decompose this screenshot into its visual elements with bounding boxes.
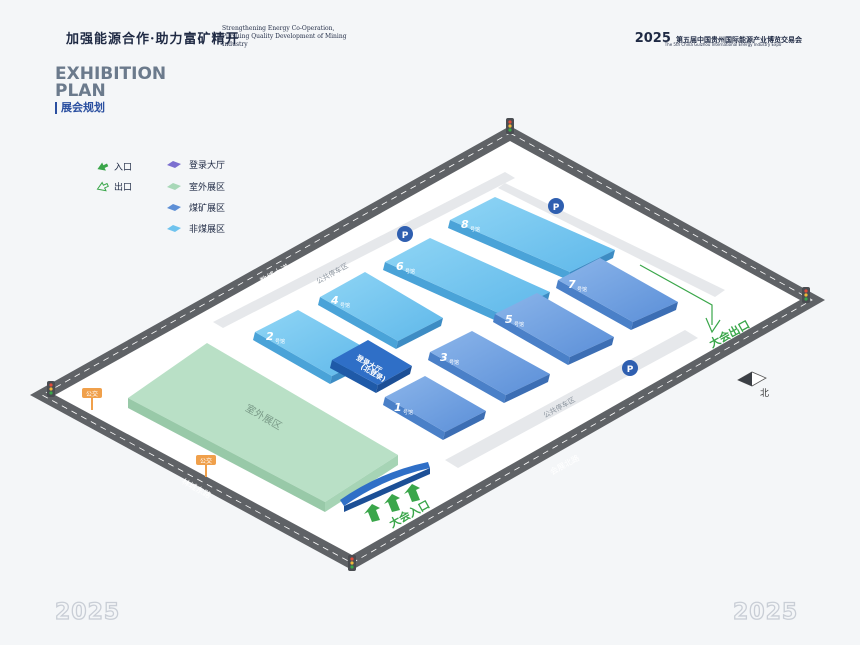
hall-8-num: 8 <box>461 218 469 231</box>
parking-badge-3-text: P <box>627 365 634 375</box>
parking-badge-1: P <box>548 198 564 214</box>
legend-noncoal: 非煤展区 <box>167 223 225 235</box>
hall-1-unit: 号馆 <box>403 409 413 416</box>
hall-4-unit: 号馆 <box>340 302 350 309</box>
hall-3: 3 号馆 <box>428 331 550 403</box>
entrance-canopy <box>340 462 430 512</box>
expo-name-cn: 第五届中国贵州国际能源产业博览交易会 <box>676 36 802 44</box>
legend-exit: 出口 <box>96 181 132 193</box>
parking-badge-2: P <box>397 226 413 242</box>
parking-badge-2-text: P <box>402 231 409 241</box>
legend: 入口 出口 登录大厅 室外展区 煤矿展区 非煤展区 <box>96 159 225 235</box>
north-indicator: 北 <box>737 371 769 399</box>
title-cn: 展会规划 <box>55 102 105 114</box>
hall-3-unit: 号馆 <box>449 359 459 366</box>
entrance-arrows <box>364 484 420 522</box>
hall-4-num: 4 <box>330 294 339 307</box>
hall-1: 1 号馆 <box>383 376 486 440</box>
hall-3-num: 3 <box>440 351 448 364</box>
hall-6-unit: 号馆 <box>405 268 415 275</box>
legend-lobby: 登录大厅 <box>167 159 225 171</box>
coal-swatch-icon <box>167 204 181 211</box>
road-label-southeast: 会展北路 <box>548 452 581 476</box>
outdoor-area: 室外展区 <box>128 343 398 512</box>
hall-2-unit: 号馆 <box>275 338 285 345</box>
traffic-light-south <box>348 555 356 571</box>
hall-5-num: 5 <box>505 313 513 326</box>
expo-name-en: The 5th China Guizhou International Ener… <box>664 42 782 47</box>
hall-7: 7 号馆 <box>556 258 678 330</box>
legend-outdoor: 室外展区 <box>167 181 225 193</box>
bus-sign-west: 公交 <box>82 388 102 410</box>
hall-2-num: 2 <box>266 330 274 343</box>
exit-arrow-icon <box>705 317 721 334</box>
watermark-year-right: 2025 <box>732 599 799 625</box>
hall-1-num: 1 <box>394 401 402 414</box>
exhibition-title: EXHIBITION PLAN <box>55 66 166 100</box>
outdoor-swatch-icon <box>167 183 181 190</box>
lobby: 登录大厅 (北登录) <box>330 340 412 393</box>
entrance-arrow-icon <box>364 504 380 522</box>
legend-coal: 煤矿展区 <box>167 202 225 214</box>
slogan-cn: 加强能源合作·助力富矿精开 <box>66 32 240 47</box>
parking-badge-1-text: P <box>553 203 560 213</box>
legend-entrance: 入口 <box>97 162 132 173</box>
title-line1: EXHIBITION <box>55 64 167 84</box>
traffic-light-north <box>506 118 514 134</box>
hall-7-num: 7 <box>568 278 576 291</box>
hall-8-unit: 号馆 <box>470 226 480 233</box>
expo-year: 2025 <box>634 31 671 46</box>
bus-sign-west-text: 公交 <box>86 390 98 398</box>
hall-6-num: 6 <box>396 260 404 273</box>
legend-label-exit: 出口 <box>114 181 132 193</box>
legend-label-outdoor: 室外展区 <box>189 181 225 193</box>
expo-logo: 2025 第五届中国贵州国际能源产业博览交易会 The 5th China Gu… <box>634 27 802 47</box>
slogan-en-line1: Strengthening Energy Co-Operation, <box>222 25 335 32</box>
hall-7-unit: 号馆 <box>577 286 587 293</box>
parking-strip-north <box>213 172 515 328</box>
parking-badge-3: P <box>622 360 638 376</box>
lobby-swatch-icon <box>167 161 181 168</box>
entrance-arrow-icon <box>97 162 109 171</box>
north-label: 北 <box>760 388 769 399</box>
entrance-arrow-icon <box>384 494 400 512</box>
legend-label-coal: 煤矿展区 <box>189 202 225 214</box>
watermark-year-left: 2025 <box>54 599 121 625</box>
bus-sign-south-text: 公交 <box>200 457 212 465</box>
exit-route <box>639 264 721 334</box>
legend-label-lobby: 登录大厅 <box>189 159 225 171</box>
noncoal-swatch-icon <box>167 225 181 232</box>
exit-arrow-icon <box>96 181 109 192</box>
legend-label-noncoal: 非煤展区 <box>189 223 225 235</box>
slogan-en-line2: Pursuing Quality Development of Mining I… <box>222 33 347 48</box>
traffic-light-west <box>47 381 55 397</box>
hall-5: 5 号馆 <box>493 293 614 365</box>
hall-4: 4 号馆 <box>318 272 443 349</box>
title-line2: PLAN <box>55 81 106 101</box>
entrance-arrow-icon <box>404 484 420 502</box>
traffic-light-east <box>802 287 810 303</box>
site-ground <box>55 141 800 555</box>
bus-sign-south: 公交 <box>196 455 216 477</box>
legend-label-entrance: 入口 <box>114 162 132 173</box>
hall-5-unit: 号馆 <box>514 321 524 328</box>
slogan-en: Strengthening Energy Co-Operation, Pursu… <box>222 25 372 49</box>
